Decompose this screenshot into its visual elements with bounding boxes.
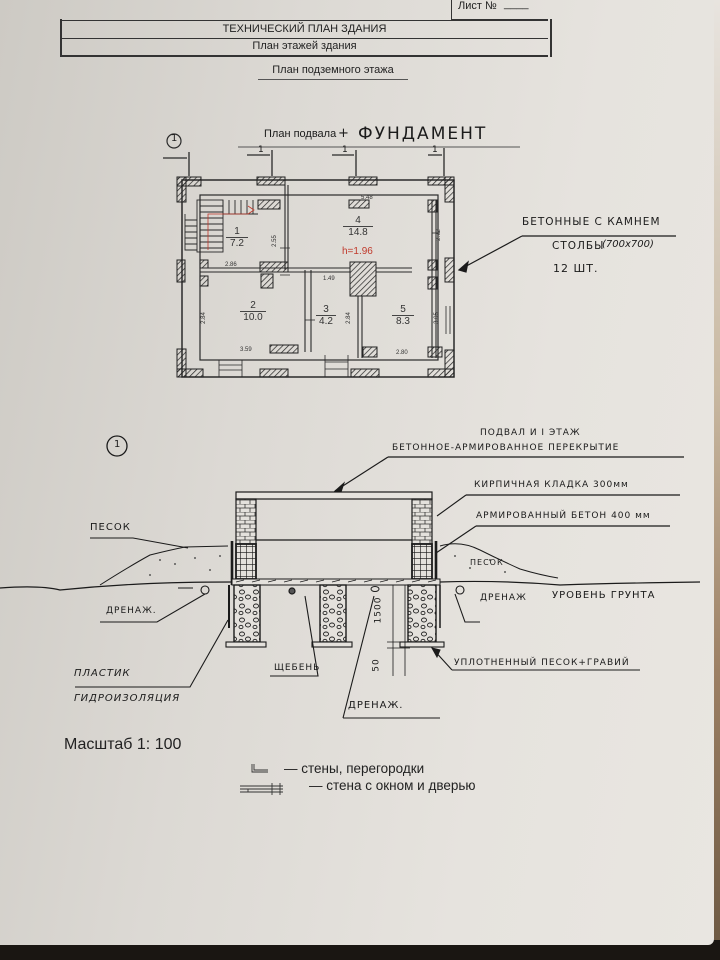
pillar-note-size: (700x700) bbox=[602, 239, 654, 250]
label-plastic: ПЛАСТИК bbox=[74, 668, 131, 679]
wall-window-door-symbol bbox=[240, 783, 283, 795]
staircase bbox=[184, 199, 258, 253]
pillars bbox=[176, 176, 455, 378]
legend-symbols bbox=[240, 764, 283, 795]
foundation-section bbox=[0, 435, 701, 719]
entrance-steps bbox=[218, 355, 349, 378]
sheet-number: ____ bbox=[504, 0, 529, 10]
room-area: 10.0 bbox=[243, 312, 263, 323]
label-drain-bottom: ДРЕНАЖ. bbox=[348, 700, 404, 711]
plan-subtitle: План подземного этажа bbox=[258, 64, 408, 80]
label-slab: БЕТОННОЕ-АРМИРОВАННОЕ ПЕРЕКРЫТИЕ bbox=[392, 443, 620, 453]
room-3: 3 4.2 bbox=[316, 304, 336, 327]
room-area: 7.2 bbox=[230, 238, 244, 249]
label-waterproofing: ГИДРОИЗОЛЯЦИЯ bbox=[74, 693, 181, 704]
dimension: 2.72 bbox=[435, 229, 442, 241]
dimension: 1.49 bbox=[323, 276, 335, 282]
dimension: 2.80 bbox=[396, 350, 408, 356]
dimension: 2.55 bbox=[271, 235, 278, 247]
room-number: 1 bbox=[226, 226, 248, 238]
label-drain-right: ДРЕНАЖ bbox=[480, 593, 527, 603]
shadow bbox=[0, 940, 720, 960]
room-area: 14.8 bbox=[348, 227, 368, 238]
label-drain-left: ДРЕНАЖ. bbox=[106, 606, 157, 616]
section-marker-circle bbox=[166, 133, 182, 149]
pillar-note-line2: СТОЛБЫ bbox=[552, 240, 605, 252]
cut-label: 1 bbox=[342, 145, 349, 155]
paper-sheet: Лист № ____ ТЕХНИЧЕСКИЙ ПЛАН ЗДАНИЯ План… bbox=[0, 0, 714, 945]
pillar-note-count: 12 ШТ. bbox=[553, 262, 599, 275]
label-sand-left: ПЕСОК bbox=[90, 522, 131, 533]
room-number: 3 bbox=[316, 304, 336, 316]
room-area: 8.3 bbox=[396, 316, 410, 327]
dim-depth: 1500 bbox=[373, 596, 384, 624]
dim-base: 50 bbox=[371, 658, 382, 672]
legend-walls: — стены, перегородки bbox=[284, 761, 425, 776]
room-number: 4 bbox=[343, 215, 373, 227]
sheet-label: Лист № bbox=[458, 0, 497, 12]
title-block-title: ТЕХНИЧЕСКИЙ ПЛАН ЗДАНИЯ bbox=[61, 20, 548, 39]
room-1: 1 7.2 bbox=[226, 226, 248, 249]
legend-wall-window-door: — стена с окном и дверью bbox=[309, 778, 476, 793]
wall-symbol bbox=[251, 764, 268, 773]
dimension: 3.05 bbox=[433, 312, 440, 324]
room-5: 5 8.3 bbox=[392, 304, 414, 327]
section-marker-label: 1 bbox=[171, 133, 179, 144]
room-number: 5 bbox=[392, 304, 414, 316]
label-sand-right: ПЕСОК bbox=[470, 558, 504, 567]
drawing-canvas bbox=[0, 133, 701, 795]
section-cut-marks bbox=[163, 148, 445, 176]
title-block-subtitle: План этажей здания bbox=[61, 38, 548, 57]
room-height-note: h=1.96 bbox=[342, 246, 373, 257]
dimension: 5.48 bbox=[361, 195, 373, 201]
pillar-note-leader bbox=[457, 235, 676, 273]
dimension: 2.84 bbox=[345, 312, 352, 324]
label-slab-top: ПОДВАЛ И I ЭТАЖ bbox=[480, 428, 581, 438]
cut-label: 1 bbox=[258, 145, 265, 155]
plan-heading-printed: План подвала bbox=[264, 128, 337, 140]
dimension: 3.59 bbox=[240, 347, 252, 353]
dimension: 2.84 bbox=[200, 312, 207, 324]
label-brick: КИРПИЧНАЯ КЛАДКА 300мм bbox=[474, 480, 629, 490]
room-area: 4.2 bbox=[319, 316, 333, 327]
room-number: 2 bbox=[240, 300, 266, 312]
floor-plan bbox=[163, 133, 520, 378]
section-marker-circle bbox=[106, 435, 128, 457]
pillar-note-line1: БЕТОННЫЕ С КАМНЕМ bbox=[522, 216, 661, 228]
label-compacted: УПЛОТНЕННЫЙ ПЕСОК+ГРАВИЙ bbox=[454, 658, 630, 668]
label-gravel: ЩЕБЕНЬ bbox=[274, 663, 321, 673]
dimension: 2.86 bbox=[225, 262, 237, 268]
room-4: 4 14.8 bbox=[343, 215, 373, 238]
room-2: 2 10.0 bbox=[240, 300, 266, 323]
section-marker-label: 1 bbox=[114, 439, 122, 450]
plan-heading-handwritten: ФУНДАМЕНТ bbox=[358, 124, 488, 144]
window bbox=[445, 306, 455, 334]
sheet-number-cell: Лист № ____ bbox=[451, 0, 548, 20]
label-concrete: АРМИРОВАННЫЙ БЕТОН 400 мм bbox=[476, 511, 651, 521]
label-ground-level: УРОВЕНЬ ГРУНТА bbox=[552, 590, 656, 601]
plan-heading-plus: + bbox=[338, 126, 350, 141]
scale-label: Масштаб 1: 100 bbox=[64, 736, 182, 753]
cut-label: 1 bbox=[432, 145, 439, 155]
